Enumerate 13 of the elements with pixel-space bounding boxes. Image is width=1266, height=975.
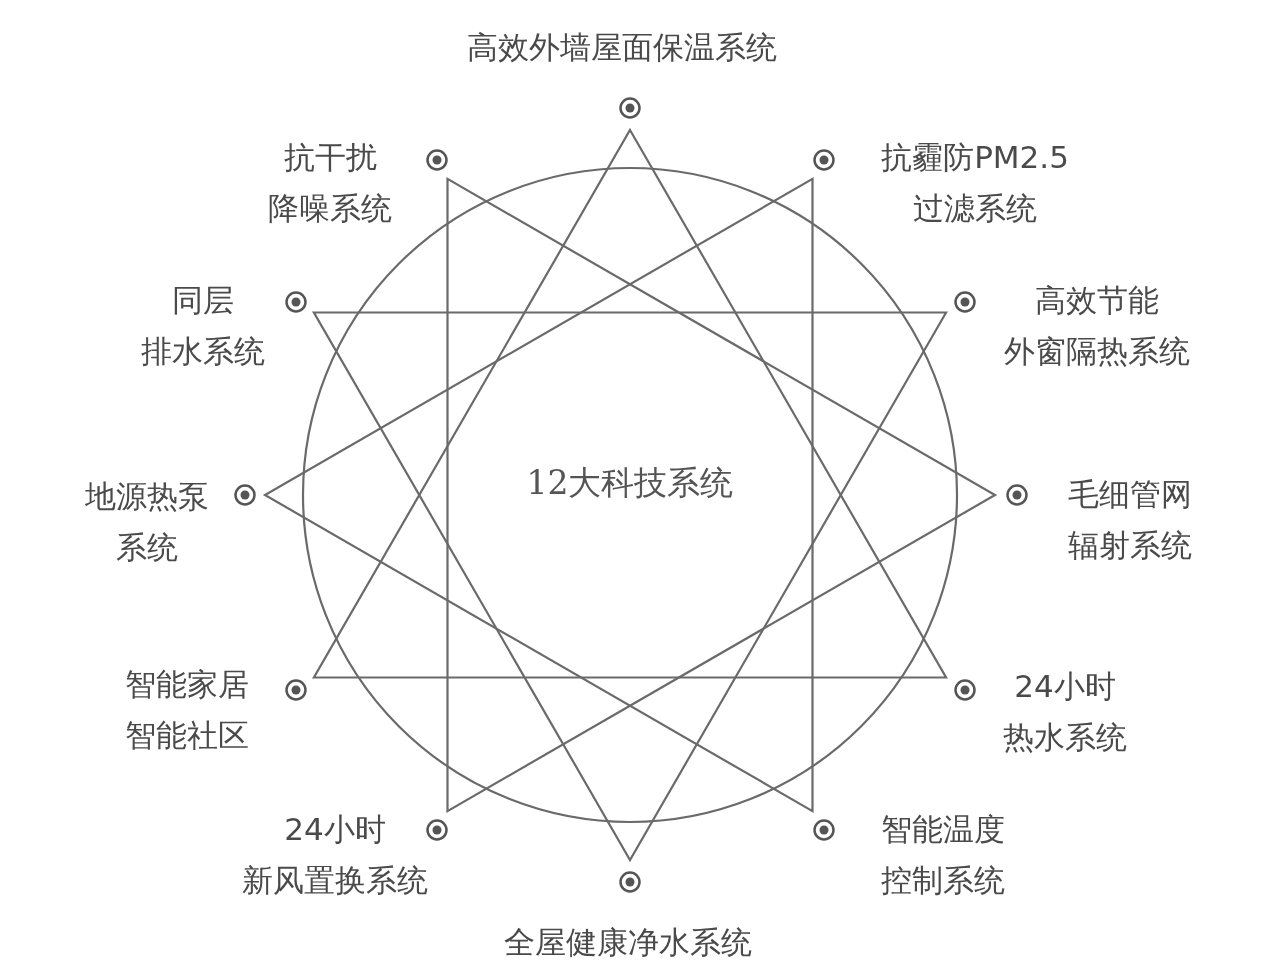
system-label: 毛细管网辐射系统 bbox=[1068, 475, 1192, 565]
system-label: 同层排水系统 bbox=[141, 281, 265, 371]
system-label: 地源热泵系统 bbox=[85, 477, 209, 567]
system-label: 抗干扰降噪系统 bbox=[268, 138, 392, 228]
system-label: 智能温度控制系统 bbox=[881, 810, 1005, 900]
system-label: 抗霾防PM2.5过滤系统 bbox=[881, 138, 1069, 228]
system-label: 24小时热水系统 bbox=[1003, 667, 1127, 757]
system-label: 高效节能外窗隔热系统 bbox=[1004, 281, 1190, 371]
center-title: 12大科技系统 bbox=[526, 461, 734, 504]
system-label: 24小时新风置换系统 bbox=[242, 810, 428, 900]
system-label: 智能家居智能社区 bbox=[125, 665, 249, 755]
system-label: 全屋健康净水系统 bbox=[504, 922, 752, 962]
system-label: 高效外墙屋面保温系统 bbox=[467, 27, 777, 67]
